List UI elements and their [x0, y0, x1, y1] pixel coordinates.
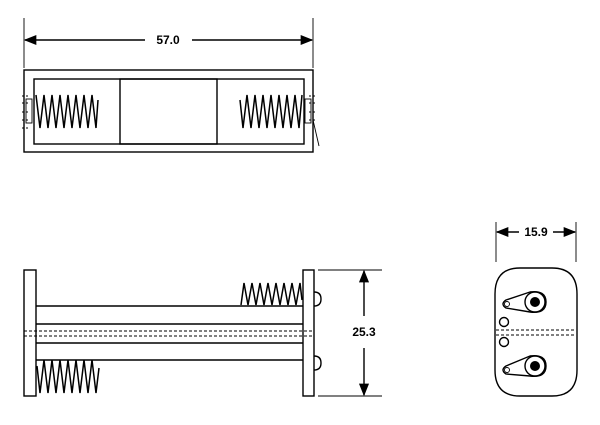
side-lower-terminal — [313, 355, 322, 371]
top-view: 57.0 — [22, 18, 320, 153]
top-right-lead — [312, 119, 320, 147]
end-lower-contact-ring — [524, 355, 546, 377]
top-left-spring — [35, 94, 99, 129]
end-upper-contact — [530, 297, 540, 307]
side-upper-spring — [240, 282, 303, 306]
top-right-terminal — [304, 98, 312, 124]
end-view: 15.9 — [494, 222, 578, 397]
height-dimension-label: 25.3 — [352, 325, 376, 339]
side-upper-terminal — [313, 291, 322, 307]
side-view: 25.3 — [23, 269, 382, 397]
side-lower-spring — [36, 359, 100, 394]
width-label-bg — [519, 225, 553, 239]
end-hole-top — [498, 316, 510, 328]
side-right-end-plate — [302, 269, 315, 397]
end-hole-bottom — [498, 336, 510, 348]
end-lower-contact — [530, 361, 540, 371]
top-left-terminal — [25, 98, 33, 124]
end-upper-tab — [502, 291, 547, 313]
end-upper-hole — [504, 301, 510, 307]
length-dimension-label: 57.0 — [156, 33, 180, 47]
top-outer-frame — [23, 69, 314, 153]
side-left-end-plate — [23, 269, 37, 397]
top-center-block — [119, 78, 218, 145]
width-dimension-label: 15.9 — [524, 225, 548, 239]
end-lower-tab — [502, 355, 547, 377]
top-right-spring — [239, 94, 303, 129]
end-lower-hole — [504, 367, 510, 373]
end-body-outline — [494, 267, 578, 397]
end-upper-contact-ring — [524, 291, 546, 313]
